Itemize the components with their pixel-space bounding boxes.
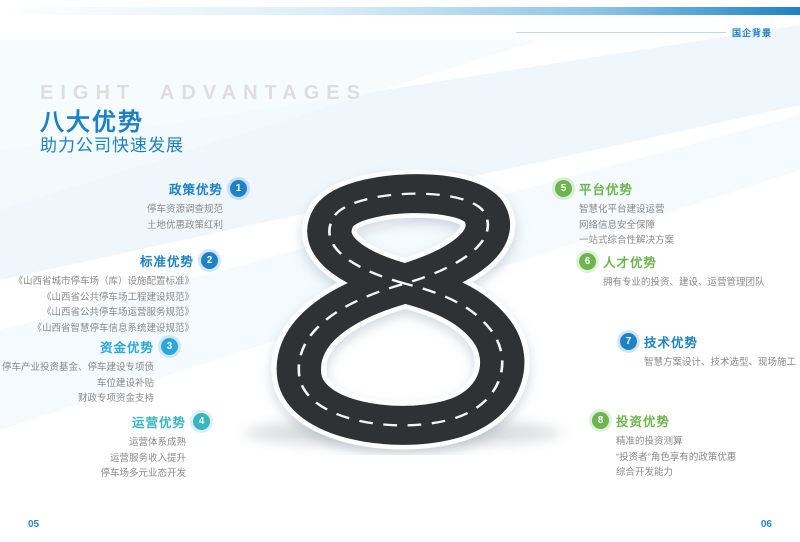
advantage-sub-line: “投资者”角色享有的政策优惠 — [616, 451, 737, 463]
advantage-sublist: 停车资源调查规范 土地优惠政策红利 — [147, 202, 223, 233]
advantage-title: 平台优势 — [579, 183, 634, 197]
road-body — [271, 169, 530, 450]
advantage-sub-line: 运营服务收入提升 — [109, 452, 186, 464]
advantage-item-policy: 政策优势 1 停车资源调查规范 土地优惠政策红利 — [147, 180, 247, 233]
advantage-item-investment: 8 投资优势 精准的投资测算 “投资者”角色享有的政策优惠 综合开发能力 — [592, 412, 736, 481]
advantage-sublist: 运营体系成熟 运营服务收入提升 停车场多元业态开发 — [100, 435, 186, 482]
advantage-head: 资金优势 3 — [2, 338, 178, 355]
page-number-left: 05 — [28, 519, 40, 530]
advantage-head: 政策优势 1 — [147, 180, 247, 197]
advantage-number-badge: 7 — [620, 333, 637, 350]
advantage-item-platform: 5 平台优势 智慧化平台建设运营 网络信息安全保障 一站式综合性解决方案 — [555, 180, 674, 249]
advantage-number-badge: 6 — [579, 253, 596, 270]
advantage-sub-line: 停车场多元业态开发 — [100, 468, 186, 479]
advantage-sub-line: 土地优惠政策红利 — [146, 219, 223, 231]
swoosh-band-3 — [0, 40, 540, 210]
advantage-head: 8 投资优势 — [592, 412, 736, 429]
advantage-sub-line: 拥有专业的投资、建设、运营管理团队 — [603, 277, 765, 288]
advantage-head: 6 人才优势 — [579, 253, 765, 270]
advantage-title: 资金优势 — [99, 341, 154, 355]
advantage-title: 标准优势 — [139, 255, 194, 269]
advantage-number-badge: 4 — [193, 413, 210, 430]
advantage-sublist: 智慧化平台建设运营 网络信息安全保障 一站式综合性解决方案 — [579, 202, 674, 249]
advantage-sublist: 智慧方案设计、技术选型、现场施工 — [644, 355, 796, 371]
advantage-sub-line: 《山西省公共停车场运营服务规范》 — [41, 307, 194, 318]
advantage-sub-line: 智慧方案设计、技术选型、现场施工 — [644, 357, 797, 368]
advantage-number-badge: 1 — [230, 180, 247, 197]
road-center-dashed-line — [297, 192, 504, 427]
advantage-item-operation: 运营优势 4 运营体系成熟 运营服务收入提升 停车场多元业态开发 — [100, 413, 210, 482]
advantage-sub-line: 《山西省公共停车场工程建设规范》 — [41, 291, 194, 303]
advantage-number-badge: 2 — [201, 252, 218, 269]
advantage-item-standard: 标准优势 2 《山西省城市停车场（库）设施配置标准》 《山西省公共停车场工程建设… — [13, 252, 218, 336]
page-title: 八大优势 — [40, 109, 144, 136]
figure-eight-road-graphic — [244, 169, 562, 450]
advantage-sublist: 停车产业投资基金、停车建设专项债 车位建设补贴 财政专项资金支持 — [2, 360, 154, 407]
advantage-number-badge: 5 — [555, 180, 572, 197]
advantage-title: 政策优势 — [168, 183, 223, 197]
advantage-sub-line: 精准的投资测算 — [616, 436, 683, 447]
advantage-sublist: 《山西省城市停车场（库）设施配置标准》 《山西省公共停车场工程建设规范》 《山西… — [13, 274, 194, 336]
advantage-sub-line: 《山西省智慧停车信息系统建设规范》 — [32, 322, 194, 334]
top-right-rule-line — [516, 32, 726, 33]
advantage-sub-line: 综合开发能力 — [616, 467, 674, 478]
advantage-sub-line: 停车产业投资基金、停车建设专项债 — [1, 362, 154, 373]
english-watermark-title: EIGHT ADVANTAGES — [40, 82, 367, 104]
advantage-number-badge: 3 — [161, 338, 178, 355]
advantage-sub-line: 财政专项资金支持 — [77, 393, 154, 404]
advantage-sub-line: 网络信息安全保障 — [579, 219, 656, 231]
advantage-item-talent: 6 人才优势 拥有专业的投资、建设、运营管理团队 — [579, 253, 765, 291]
advantage-sub-line: 智慧化平台建设运营 — [579, 204, 665, 215]
advantage-title: 人才优势 — [603, 256, 658, 270]
advantage-head: 7 技术优势 — [620, 333, 796, 350]
advantage-title: 技术优势 — [644, 336, 699, 350]
advantage-title: 运营优势 — [131, 416, 186, 430]
advantage-head: 标准优势 2 — [13, 252, 218, 269]
advantage-sublist: 拥有专业的投资、建设、运营管理团队 — [603, 275, 765, 291]
advantage-sub-line: 停车资源调查规范 — [146, 204, 223, 215]
page-number-right: 06 — [760, 519, 772, 530]
advantage-sub-line: 一站式综合性解决方案 — [579, 235, 675, 246]
advantage-sub-line: 《山西省城市停车场（库）设施配置标准》 — [13, 276, 194, 287]
advantage-item-funding: 资金优势 3 停车产业投资基金、停车建设专项债 车位建设补贴 财政专项资金支持 — [2, 338, 178, 407]
advantage-head: 5 平台优势 — [555, 180, 674, 197]
advantage-head: 运营优势 4 — [100, 413, 210, 430]
advantage-sublist: 精准的投资测算 “投资者”角色享有的政策优惠 综合开发能力 — [616, 434, 736, 481]
page-subtitle: 助力公司快速发展 — [40, 136, 184, 155]
top-gradient-band — [0, 7, 800, 15]
advantage-number-badge: 8 — [592, 412, 609, 429]
advantage-item-technology: 7 技术优势 智慧方案设计、技术选型、现场施工 — [620, 333, 796, 371]
advantage-title: 投资优势 — [616, 415, 671, 429]
section-tag: 国企背景 — [731, 28, 772, 38]
advantage-sub-line: 运营体系成熟 — [128, 437, 186, 448]
advantage-sub-line: 车位建设补贴 — [96, 377, 154, 389]
swoosh-band-1 — [0, 25, 800, 280]
